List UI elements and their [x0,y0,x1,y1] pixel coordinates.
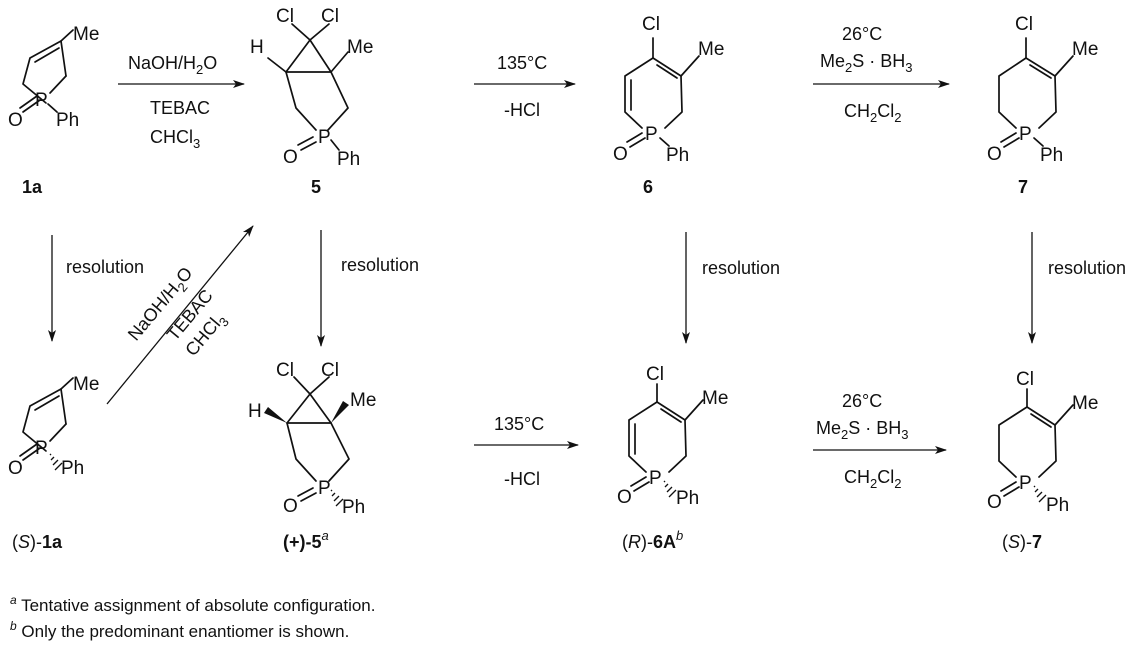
condition-temperature: 135°C [497,53,547,73]
hydrogen-label: H [248,401,262,422]
hashed-bond [663,480,677,498]
phosphorus-label: P [318,478,331,499]
arrow-dichlorocarbene-addition: NaOH/H2O TEBAC CHCl3 [118,53,245,151]
resolution-arrow-1a: resolution [48,235,144,342]
oxygen-label: O [617,487,632,508]
footnote-b: b Only the predominant enantiomer is sho… [10,619,349,641]
methyl-label: Me [702,388,728,409]
phenyl-label: Ph [56,110,79,131]
phenyl-label: Ph [676,488,699,509]
hydrogen-label: H [250,37,264,58]
chloro-label: Cl [1015,14,1033,35]
methyl-label: Me [73,374,99,395]
resolution-arrow-7: resolution [1028,232,1126,344]
condition-borane-reagent: Me2S · BH3 [816,418,909,442]
resolution-label: resolution [702,258,780,278]
phosphorus-label: P [649,468,662,489]
oxygen-label: O [987,144,1002,165]
chloro-label-1: Cl [276,360,294,381]
condition-temperature: 135°C [494,414,544,434]
label-plus-5: (+)-5a [283,528,329,552]
hashed-bond [49,453,63,471]
compound-6: Cl Me P O Ph [613,14,724,166]
oxygen-label: O [8,110,23,131]
phosphorus-label: P [35,438,48,459]
phenyl-label: Ph [61,458,84,479]
hashed-bond [1033,485,1047,503]
methyl-label: Me [347,37,373,58]
arrow-enantioselective-addition: NaOH/H2O TEBAC CHCl3 [106,225,254,405]
phosphorus-label: P [1019,473,1032,494]
oxygen-label: O [8,458,23,479]
condition-minus-hcl: -HCl [504,469,540,489]
wedge-bond-h [264,407,287,423]
chloro-label: Cl [642,14,660,35]
compound-5: Cl Cl H Me P O Ph [250,6,373,170]
condition-naoh-water: NaOH/H2O [128,53,217,77]
chloro-label-2: Cl [321,360,339,381]
phenyl-label: Ph [1046,495,1069,516]
arrow-reduction-chiral: 26°C Me2S · BH3 CH2Cl2 [813,391,947,491]
condition-chloroform: CHCl3 [150,127,200,151]
resolution-label: resolution [66,257,144,277]
phosphorus-label: P [645,124,658,145]
oxygen-label: O [613,144,628,165]
label-5: 5 [311,177,321,197]
oxygen-label: O [283,496,298,517]
resolution-arrow-5: resolution [317,230,419,347]
compound-plus-5: Cl Cl H Me P O Ph [248,360,376,518]
hashed-bond [330,489,344,507]
condition-solvent: CH2Cl2 [844,467,901,491]
phenyl-label: Ph [666,145,689,166]
wedge-bond-me [331,401,349,423]
phosphorus-label: P [1019,124,1032,145]
resolution-label: resolution [1048,258,1126,278]
resolution-label: resolution [341,255,419,275]
condition-tebac: TEBAC [150,98,210,118]
methyl-label: Me [73,24,99,45]
label-s-1a: (S)-1a [12,532,63,552]
condition-temperature: 26°C [842,391,882,411]
chloro-label: Cl [646,364,664,385]
methyl-label: Me [698,39,724,60]
chloro-label-1: Cl [276,6,294,27]
phenyl-label: Ph [342,497,365,518]
phosphorus-label: P [35,90,48,111]
phosphorus-label: P [318,127,331,148]
chloro-label-2: Cl [321,6,339,27]
compound-s-7: Cl Me P O Ph [987,369,1098,516]
label-r-6a: (R)-6Ab [622,528,683,552]
compound-s-1a: P O Ph Me [8,374,99,479]
condition-minus-hcl: -HCl [504,100,540,120]
methyl-label: Me [350,390,376,411]
phenyl-label: Ph [337,149,360,170]
compound-7: Cl Me P O Ph [987,14,1098,166]
footnote-a: a Tentative assignment of absolute confi… [10,593,376,615]
label-6: 6 [643,177,653,197]
label-1a: 1a [22,177,43,197]
condition-solvent: CH2Cl2 [844,101,901,125]
methyl-label: Me [1072,393,1098,414]
methyl-label: Me [1072,39,1098,60]
resolution-arrow-6: resolution [682,232,780,344]
compound-r-6a: Cl Me P O Ph [617,364,728,509]
condition-temperature: 26°C [842,24,882,44]
chloro-label: Cl [1016,369,1034,390]
arrow-thermolysis: 135°C -HCl [474,53,576,120]
compound-1a: Me P O Ph [8,24,99,131]
arrow-reduction: 26°C Me2S · BH3 CH2Cl2 [813,24,950,125]
oxygen-label: O [987,492,1002,513]
label-s-7: (S)-7 [1002,532,1042,552]
arrow-thermolysis-chiral: 135°C -HCl [474,414,579,489]
oxygen-label: O [283,147,298,168]
label-7: 7 [1018,177,1028,197]
condition-borane-reagent: Me2S · BH3 [820,51,913,75]
phenyl-label: Ph [1040,145,1063,166]
